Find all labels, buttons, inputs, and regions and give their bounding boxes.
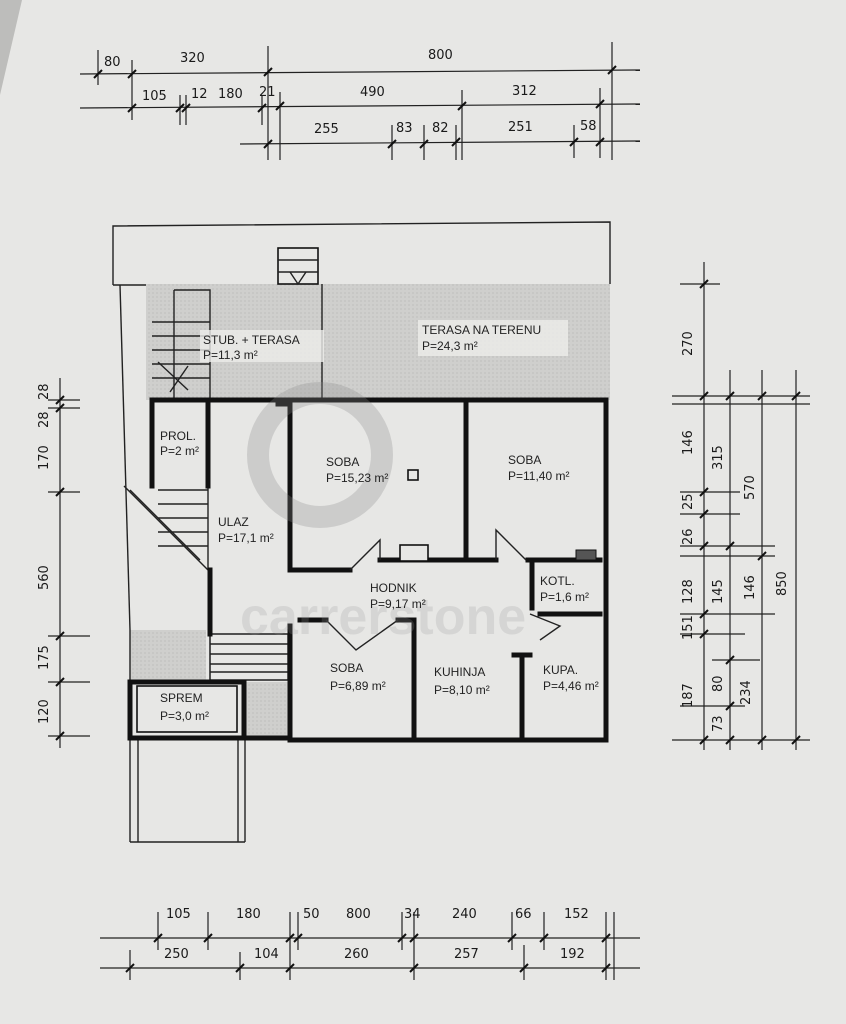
dim-top2-1: 12 [191,87,208,102]
watermark: carrerstone [240,382,526,646]
room-name-kupaonica: KUPA. [543,663,578,677]
dim-top2-0: 105 [142,89,167,104]
dim-left-5: 120 [37,699,52,724]
dim-left-1: 28 [37,411,52,428]
dim-bottom1-6: 66 [515,907,532,922]
dim-right1-0: 270 [681,331,696,356]
dim-top2-2: 180 [218,87,243,102]
dim-right2-2: 80 [711,675,726,692]
dim-left-3: 560 [37,565,52,590]
room-area-hodnik: P=9,17 m² [370,597,426,611]
room-area-prolaz: P=2 m² [160,444,199,458]
room-area-spremiste: P=3,0 m² [160,709,209,723]
dim-left-0: 28 [37,383,52,400]
dim-bottom1-0: 105 [166,907,191,922]
dim-bottom2-0: 250 [164,947,189,962]
dim-top1-1: 320 [180,51,205,66]
room-labels: STUB. + TERASA P=11,3 m² TERASA NA TEREN… [136,320,599,733]
dim-left-4: 175 [37,645,52,670]
room-name-prolaz: PROL. [160,429,196,443]
dim-bottom1-7: 152 [564,907,589,922]
dim-bottom1-4: 34 [404,907,421,922]
bottom-dimension-chains: 105 180 50 800 34 240 66 152 250 104 260… [100,907,640,980]
right-dimension-chains: 270 146 25 26 128 151 187 315 145 80 73 … [672,262,810,750]
dim-top2-5: 312 [512,84,537,99]
dim-right4-0: 850 [775,571,790,596]
walls [127,397,609,743]
dim-top3-3: 251 [508,120,533,135]
room-area-soba-1: P=15,23 m² [326,471,388,485]
room-name-kuhinja: KUHINJA [434,665,485,679]
stairs-middle [123,485,209,571]
room-area-soba-3: P=6,89 m² [330,679,386,693]
room-area-kotlovnica: P=1,6 m² [540,590,589,604]
dim-top3-4: 58 [580,119,597,134]
dim-bottom2-4: 192 [560,947,585,962]
dim-top2-3: 21 [259,85,276,100]
left-dimension-chain: 28 28 170 560 175 120 [37,378,90,748]
watermark-text: carrerstone [240,588,526,646]
dim-bottom1-5: 240 [452,907,477,922]
dim-right1-2: 25 [681,493,696,510]
dim-top3-0: 255 [314,122,339,137]
room-name-spremiste: SPREM [160,691,203,705]
dim-right1-4: 128 [681,579,696,604]
dim-right2-1: 145 [711,579,726,604]
room-name-hodnik: HODNIK [370,581,417,595]
dim-bottom1-1: 180 [236,907,261,922]
chimney [277,247,319,286]
room-area-terasa: P=24,3 m² [422,339,478,353]
room-name-stubiste: STUB. + TERASA [203,333,300,347]
dim-top1-2: 800 [428,48,453,63]
dim-bottom2-3: 257 [454,947,479,962]
room-area-kupaonica: P=4,46 m² [543,679,599,693]
room-name-soba-2: SOBA [508,453,541,467]
room-area-soba-2: P=11,40 m² [508,469,569,483]
dim-right2-3: 73 [711,715,726,732]
room-name-kotlovnica: KOTL. [540,574,575,588]
dim-top2-4: 490 [360,85,385,100]
room-name-soba-1: SOBA [326,455,359,469]
top-dimension-chains: 80 320 800 105 12 180 21 490 312 255 83 … [79,42,641,160]
room-name-soba-3: SOBA [330,661,363,675]
dim-left-2: 170 [37,445,52,470]
dim-bottom2-1: 104 [254,947,279,962]
dim-right1-1: 146 [681,430,696,455]
stairs-lower [209,633,289,681]
dim-right3-2: 234 [739,680,754,705]
dim-right1-5: 151 [681,615,696,640]
room-name-terasa: TERASA NA TERENU [422,323,541,337]
dim-top3-1: 83 [396,121,413,136]
dim-right2-0: 315 [711,445,726,470]
room-area-ulaz: P=17,1 m² [218,531,274,545]
dim-top1-0: 80 [104,55,121,70]
page-edge [0,0,22,95]
dim-right3-0: 570 [743,475,758,500]
room-area-kuhinja: P=8,10 m² [434,683,490,697]
dim-bottom1-3: 800 [346,907,371,922]
dim-bottom1-2: 50 [303,907,320,922]
dim-top3-2: 82 [432,121,449,136]
dim-right1-3: 26 [681,528,696,545]
dim-bottom2-2: 260 [344,947,369,962]
dim-right1-6: 187 [681,683,696,708]
site-outline [112,221,611,843]
room-area-stubiste: P=11,3 m² [203,348,258,362]
dim-right3-1: 146 [743,575,758,600]
room-name-ulaz: ULAZ [218,515,249,529]
